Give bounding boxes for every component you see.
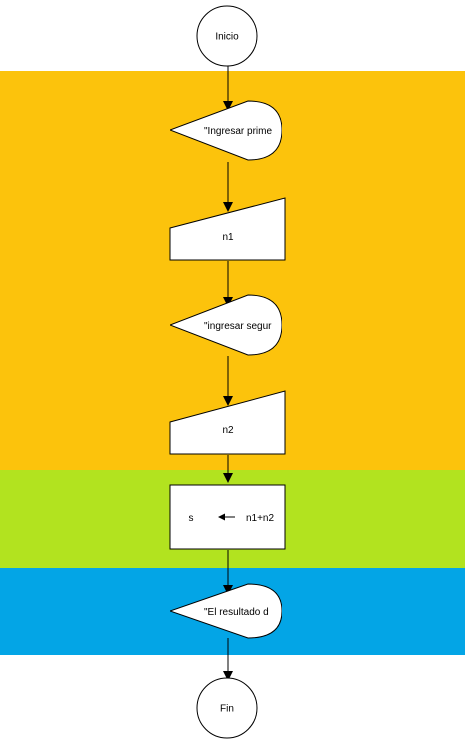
display-step-1[interactable]: "Ingresar prime (170, 100, 282, 161)
display-2-text: "ingresar segur (204, 321, 272, 332)
display-1-text: "Ingresar prime (204, 126, 272, 137)
assign-expression: n1+n2 (246, 513, 275, 524)
start-terminator[interactable]: Inicio (196, 5, 258, 67)
input-1-text: n1 (222, 232, 234, 243)
input-2-text: n2 (222, 425, 234, 436)
display-step-2[interactable]: "ingresar segur (170, 294, 282, 356)
end-label: Fin (220, 704, 234, 715)
assignment-step[interactable]: s n1+n2 (169, 484, 286, 550)
end-terminator[interactable]: Fin (196, 677, 258, 739)
input-step-2[interactable]: n2 (169, 390, 286, 455)
input-step-1[interactable]: n1 (169, 197, 286, 261)
display-step-3[interactable]: "El resultado d (170, 583, 282, 639)
assign-arrow-icon (218, 513, 235, 521)
start-label: Inicio (215, 32, 239, 43)
display-3-text: "El resultado d (204, 607, 269, 618)
assign-variable: s (189, 513, 194, 524)
